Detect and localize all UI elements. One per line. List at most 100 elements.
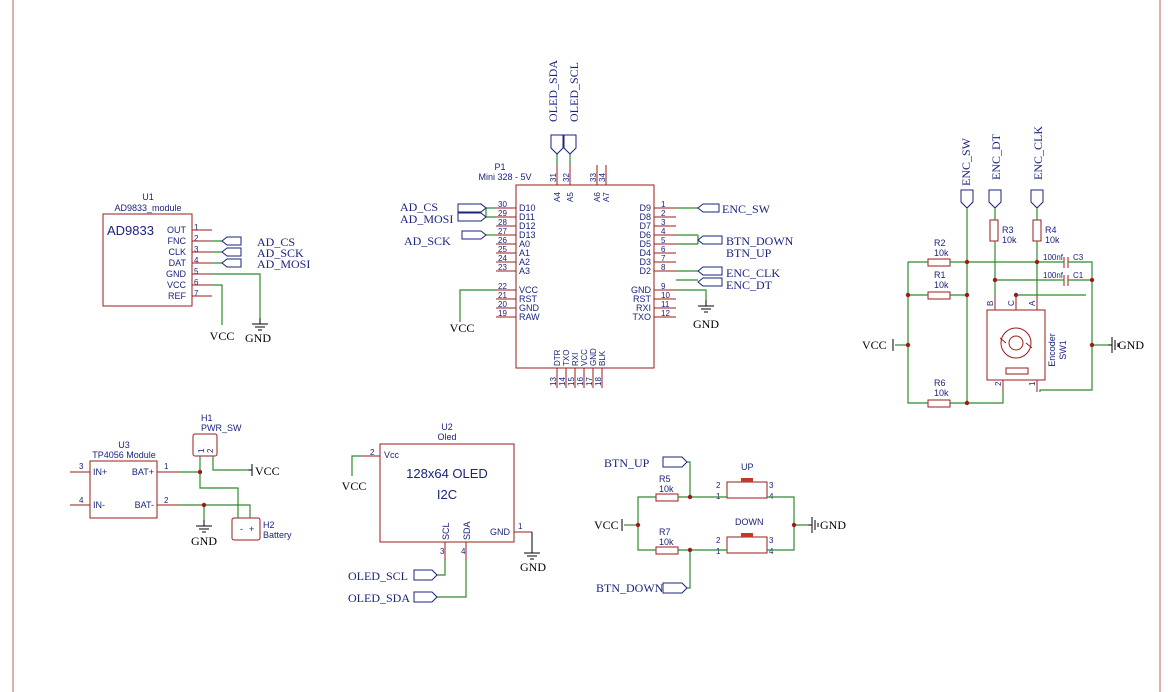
p1-top-pin-lines [556,165,607,185]
c1-ref: C1 [1073,271,1084,280]
u3-value: TP4056 Module [92,450,156,460]
u1-wiring [212,236,261,325]
u1-pin-5-name: GND [166,269,187,279]
h2-ref: H2 [263,520,275,530]
svg-text:GND: GND [519,303,540,313]
power-wiring [180,456,253,533]
h2-value: Battery [263,530,292,540]
svg-text:3: 3 [79,462,84,471]
p1-right-pin-labels: D9 D8 D7 D6 D5 D4 D3 D2 GND RST RXI TXO … [631,200,670,322]
svg-text:15: 15 [567,377,576,386]
svg-text:D7: D7 [639,221,651,231]
r3-ref: R3 [1002,225,1014,235]
buttons-section[interactable]: R5 10k R7 10k UP 2 1 3 4 DOWN 2 1 3 4 [655,462,774,556]
u2-value: Oled [437,432,456,442]
u1-net-ad-mosi: AD_MOSI [257,257,310,271]
p1-mini328[interactable]: P1 Mini 328 - 5V D10 D11 D12 D13 A0 A1 A… [478,162,676,388]
svg-text:31: 31 [549,173,558,182]
btn-gnd-label: GND [820,518,846,532]
u2-gnd-label: GND [520,560,546,574]
svg-text:3: 3 [769,481,774,490]
r1-ref: R1 [934,270,946,280]
p1-right-pin-lines [654,207,676,318]
svg-text:20: 20 [498,300,507,309]
u1-pin-6-num: 6 [194,278,199,287]
buttons-wiring [621,456,819,594]
u2-line1: 128x64 OLED [406,466,488,481]
u1-pin-7-num: 7 [194,289,199,298]
svg-text:34: 34 [598,173,607,182]
encoder-section[interactable]: ENC_SW ENC_DT ENC_CLK R3 10k R4 10k R2 1… [927,126,1084,408]
btn-vcc-label: VCC [594,518,619,532]
svg-text:9: 9 [661,282,666,291]
u3-pin-bat-minus: BAT- [135,500,154,510]
u1-pin-5-num: 5 [194,267,199,276]
u3-tp4056[interactable]: U3 TP4056 Module IN+ IN- BAT+ BAT- 3 4 1… [70,440,180,519]
h1-value: PWR_SW [201,423,242,433]
u1-ref: U1 [142,192,154,202]
svg-text:A3: A3 [519,266,530,276]
r7-ref: R7 [659,527,671,537]
svg-text:D3: D3 [639,257,651,267]
u1-pin-1-num: 1 [194,223,199,232]
h2-battery[interactable]: - + H2 Battery [231,517,292,541]
svg-text:D8: D8 [639,212,651,222]
r4-ref: R4 [1045,225,1057,235]
u1-pin-4-num: 4 [194,256,199,265]
u2-pin-gnd: GND [490,527,511,537]
p1-body [515,184,655,369]
svg-text:GND: GND [631,285,652,295]
svg-text:33: 33 [589,173,598,182]
svg-text:1: 1 [518,522,523,531]
svg-text:4: 4 [79,496,84,505]
u1-ad9833-module[interactable]: U1 AD9833_module AD9833 OUT FNC CLK DAT … [102,192,212,307]
svg-text:32: 32 [562,173,571,182]
enc-pin-a: A [1028,300,1037,306]
p1-net-ad-sck: AD_SCK [404,234,451,248]
u2-pin-scl: SCL [441,522,451,540]
r2-value: 10k [934,248,949,258]
u1-gnd-label: GND [245,331,271,345]
btn-net-up: BTN_UP [604,456,650,470]
svg-text:RST: RST [633,294,652,304]
u2-oled[interactable]: U2 Oled 128x64 OLED I2C Vcc SCL SDA GND … [362,422,532,560]
svg-text:1: 1 [197,448,206,453]
svg-text:19: 19 [498,309,507,318]
enc-pin-2: 2 [994,381,1003,386]
svg-text:D10: D10 [519,203,536,213]
btn-up-label: UP [741,462,754,472]
svg-text:8: 8 [661,263,666,272]
p1-net-enc-sw: ENC_SW [722,202,771,216]
svg-text:A4: A4 [553,192,562,202]
svg-text:23: 23 [498,263,507,272]
enc-net-clk: ENC_CLK [1031,126,1045,180]
u2-line2: I2C [437,487,457,502]
p1-vcc-label: VCC [450,321,475,335]
svg-text:2: 2 [206,448,215,453]
u2-ref: U2 [441,422,453,432]
svg-text:1: 1 [716,547,721,556]
u2-net-oled-scl: OLED_SCL [348,569,408,583]
u1-gnd-symbol: GND [245,318,271,345]
svg-text:D13: D13 [519,230,536,240]
svg-text:25: 25 [498,245,507,254]
enc-net-dt: ENC_DT [989,133,1003,180]
h1-pwr-sw[interactable]: H1 PWR_SW 1 2 [192,413,242,457]
svg-text:VCC: VCC [580,349,589,366]
svg-text:2: 2 [661,209,666,218]
svg-text:2: 2 [164,496,169,505]
enc-net-sw: ENC_SW [959,137,973,186]
svg-text:A5: A5 [566,192,575,202]
svg-text:DTR: DTR [553,349,562,366]
p1-net-btn-down: BTN_DOWN [726,234,794,248]
svg-text:BLK: BLK [598,350,607,366]
svg-text:A1: A1 [519,248,530,258]
svg-text:RXI: RXI [636,303,651,313]
p1-wiring [457,134,723,322]
power-vcc-label: VCC [255,464,280,478]
p1-left-pin-labels: D10 D11 D12 D13 A0 A1 A2 A3 VCC RST GND … [498,200,540,322]
enc-pin-1: 1 [1028,381,1037,386]
r5-value: 10k [659,484,674,494]
svg-text:D4: D4 [639,248,651,258]
